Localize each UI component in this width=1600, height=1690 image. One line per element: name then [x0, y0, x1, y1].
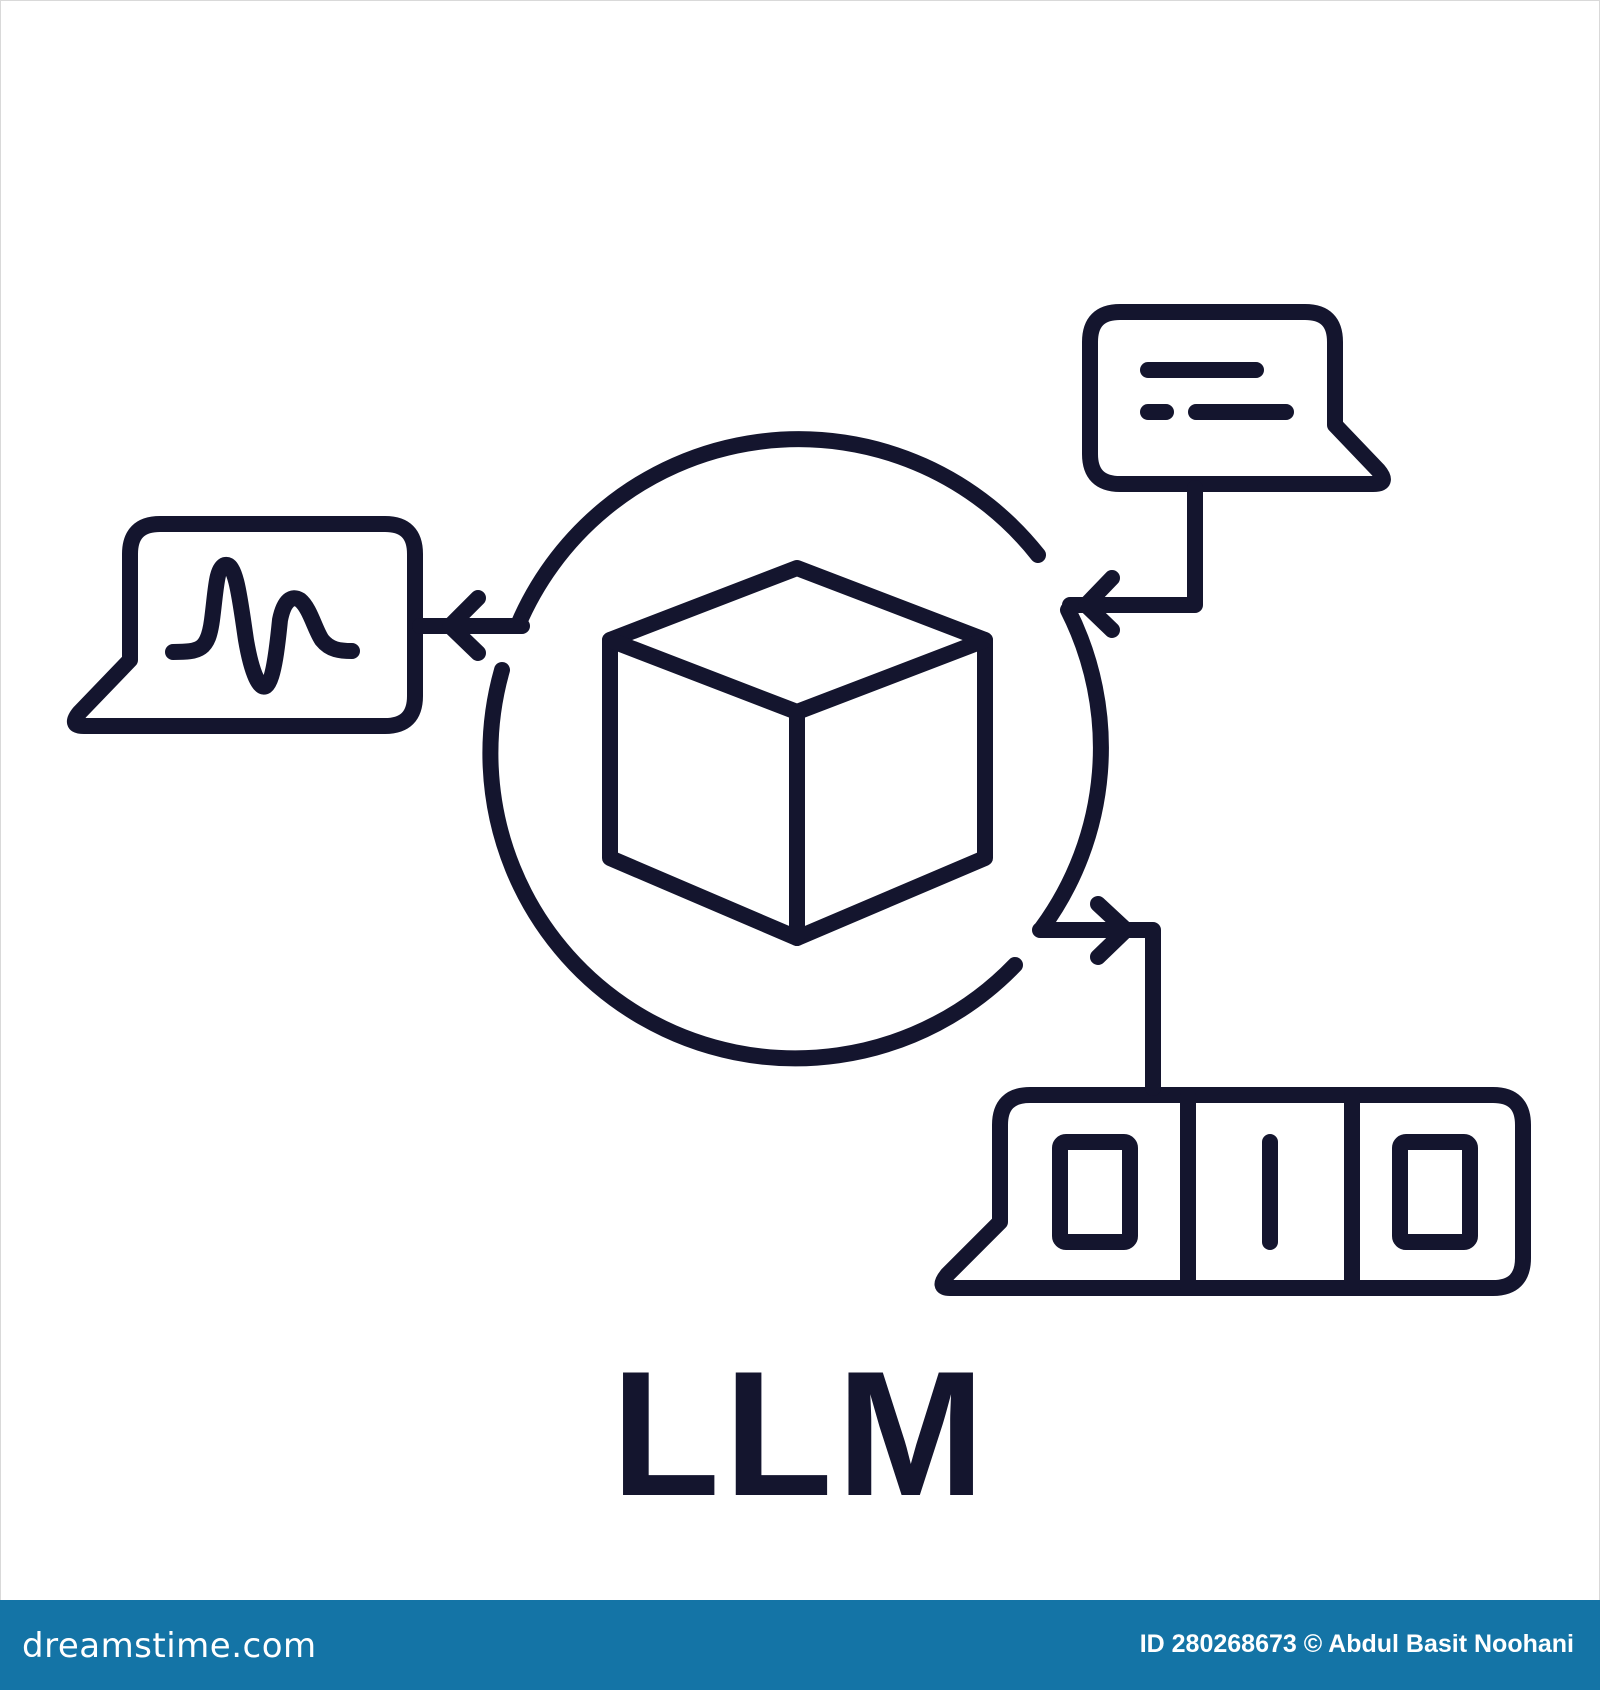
circle-arc-right — [1034, 602, 1109, 936]
arrowhead-top-right — [1078, 570, 1120, 638]
circle-arc-left — [482, 662, 1023, 1067]
llm-diagram — [66, 304, 1531, 1296]
arrowhead-left — [442, 590, 486, 661]
text-chat-bubble-icon — [1082, 304, 1391, 492]
cycle-arrows — [482, 431, 1109, 1067]
page-title: LLM — [611, 1334, 989, 1533]
footer-bar: dreamstime.com ID 280268673 © Abdul Basi… — [0, 1600, 1600, 1690]
cube-icon — [602, 560, 993, 946]
brand-logo[interactable]: dreamstime.com — [22, 1626, 317, 1666]
connector-top-right — [1062, 480, 1203, 613]
arrowhead-bottom-right — [1090, 896, 1134, 965]
waveform-chat-bubble-icon — [66, 516, 423, 734]
binary-chat-bubble-icon — [934, 1087, 1531, 1296]
connector-bottom-right — [1032, 922, 1161, 1096]
image-credit: ID 280268673 © Abdul Basit Noohani — [1139, 1630, 1574, 1658]
circle-arc-top — [510, 431, 1046, 633]
